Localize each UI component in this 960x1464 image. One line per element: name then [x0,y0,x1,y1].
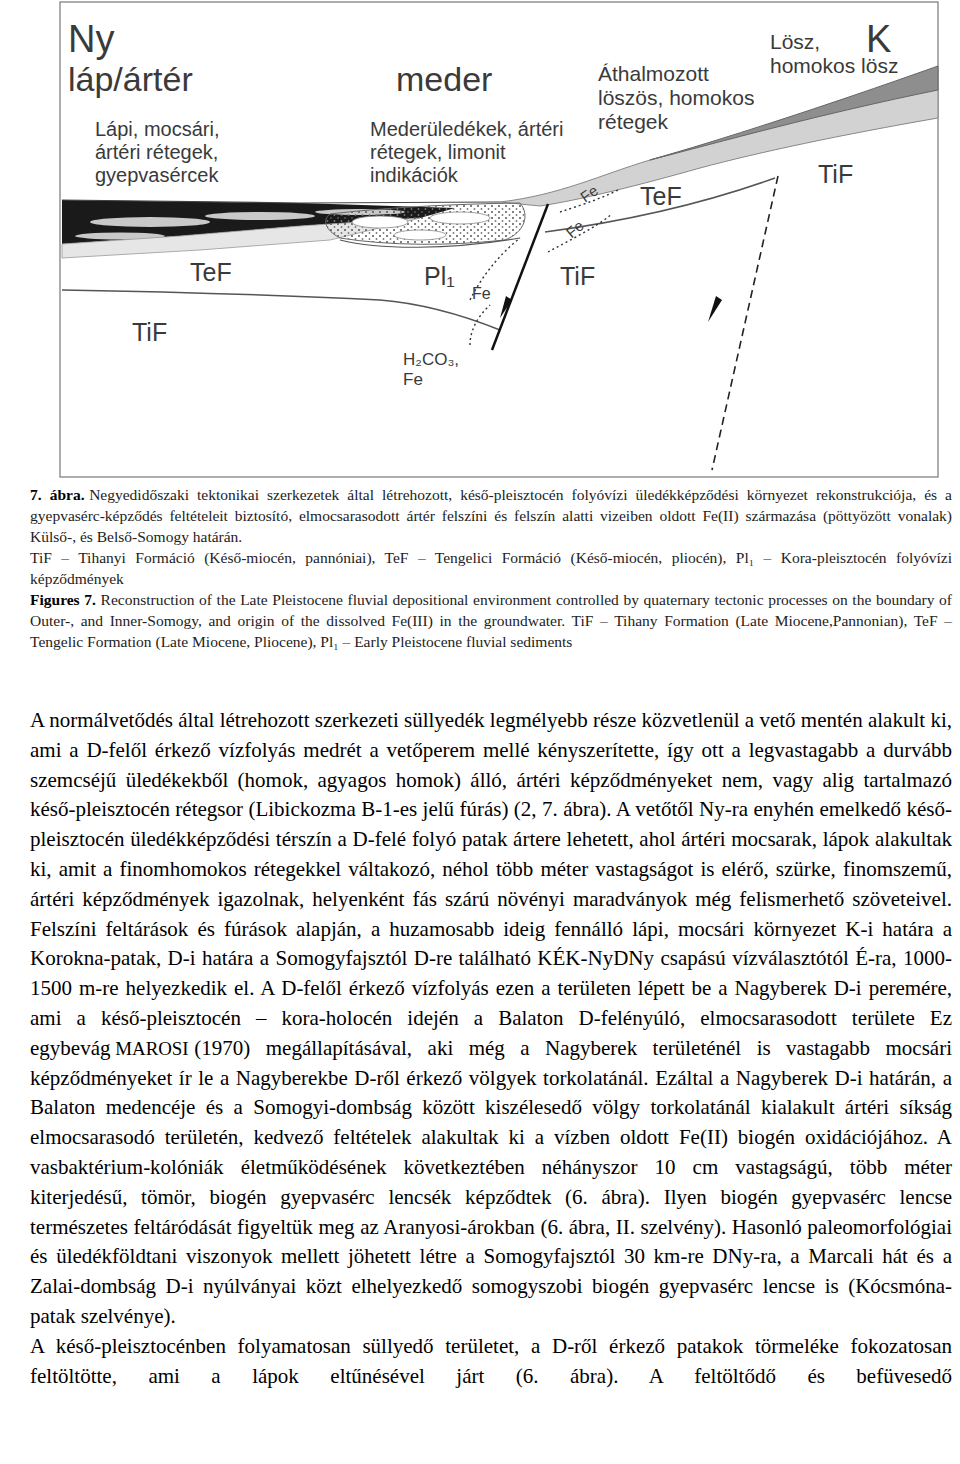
formation-label: TiF [132,318,167,347]
fe-migration-path [470,190,618,345]
layer-label: Áthalmozott löszös, homokos rétegek [598,62,776,134]
normal-fault [492,204,548,350]
zone-heading: meder [396,60,492,99]
figure-number: Figures 7. [30,591,96,608]
figure-number: 7. ábra. [30,486,85,503]
body-text: A késő-pleisztocénben folyamatosan sülly… [30,1332,952,1392]
body-text: A normálvetődés által létrehozott szerke… [30,708,952,1060]
english-caption: Reconstruction of the Late Pleistocene f… [30,591,952,650]
formation-label: TiF [818,160,853,189]
layer-label: Lápi, mocsári, ártéri rétegek, gyepvasér… [95,118,265,187]
element-label: Fe [562,217,587,241]
fault-arrow [500,296,512,318]
element-label: Fe [472,285,491,303]
channel-sediments [326,203,525,244]
figure-caption: Negyedidőszaki tektonikai szerkezetek ál… [30,486,952,545]
formation-label: TeF [190,258,232,287]
fault-arrow [708,296,722,322]
direction-label: Ny [68,18,114,62]
author-name: MAROSI [115,1038,188,1059]
zone-heading: láp/ártér [68,60,193,99]
chemistry-label: H₂CO₃, Fe [403,350,465,389]
layer-label: Lösz, homokos lösz [770,30,908,78]
formation-label: TeF [640,182,682,211]
formation-contact [62,290,500,330]
formation-label: Pl₁ [424,262,455,291]
formation-label: TiF [560,262,595,291]
channel-lenses [352,212,490,240]
body-text: (1970) megállapításával, aki még a Nagyb… [30,1036,952,1328]
figure-frame [60,2,938,477]
ground-surface [62,200,500,203]
pleistocene-base [340,238,520,247]
layer-label: Mederüledékek, ártéri rétegek, limonit i… [370,118,565,187]
abbreviation-note: TiF – Tihanyi Formáció (Késő-miocén, pan… [30,547,952,589]
secondary-fault [712,176,778,470]
